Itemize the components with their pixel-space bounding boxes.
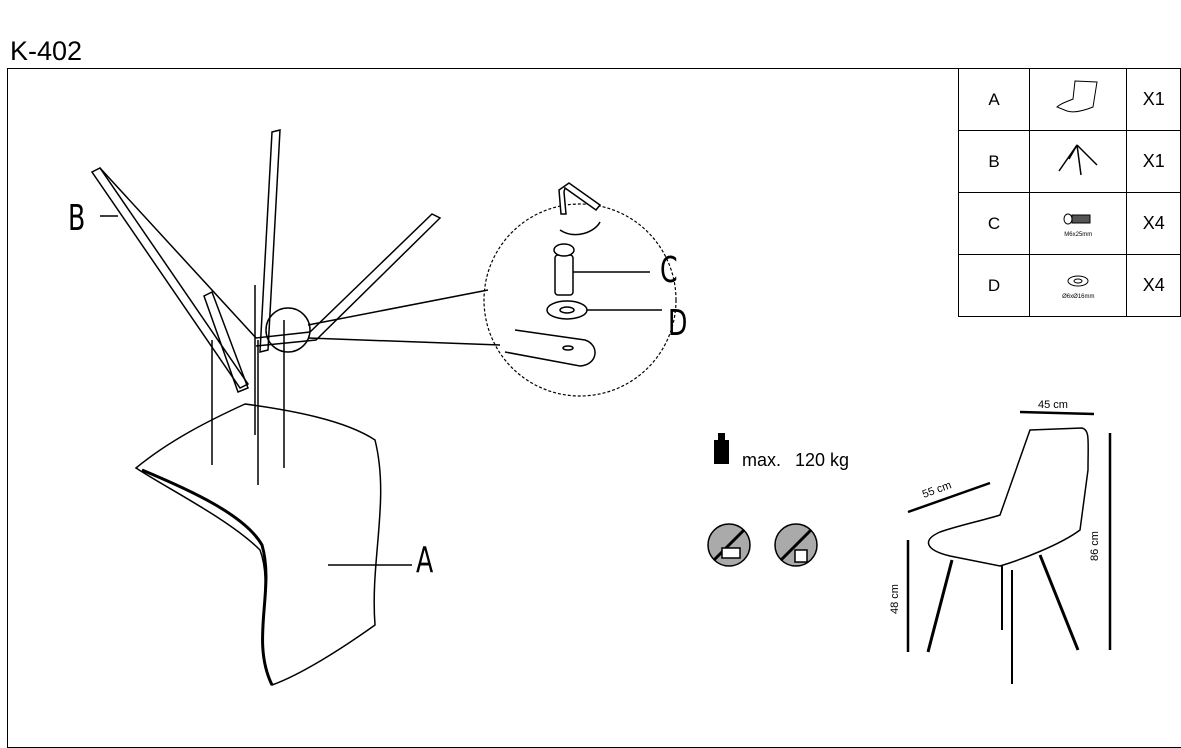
table-row: D Ø6xØ16mm X4 (957, 254, 1181, 317)
max-load-value: 120 kg (795, 450, 850, 470)
table-row: A X1 (957, 68, 1181, 131)
chair-base-icon (1029, 130, 1128, 193)
part-spec: Ø6xØ16mm (1062, 293, 1095, 300)
label-c: C (660, 250, 678, 291)
part-qty: X4 (1126, 192, 1181, 255)
weight-icon (714, 440, 729, 464)
parts-table: A X1 B X1 C M6x25mm X4 D Ø6xØ16mm X4 (957, 68, 1181, 317)
part-letter: A (957, 68, 1031, 131)
part-spec: M6x25mm (1064, 231, 1093, 238)
dim-height: 86 cm (1088, 531, 1101, 561)
part-letter: D (957, 254, 1031, 317)
model-title: K-402 (10, 36, 83, 66)
max-load: max. 120 kg (742, 450, 863, 471)
label-b: B (68, 198, 86, 239)
chair-base-drawing (90, 129, 501, 485)
chair-seat-drawing (134, 403, 382, 686)
dim-seat-height: 48 cm (888, 584, 901, 614)
table-row: B X1 (957, 130, 1181, 193)
no-climbing-icon (707, 523, 751, 567)
part-letter: B (957, 130, 1031, 193)
label-a: A (416, 540, 434, 581)
part-letter: C (957, 192, 1031, 255)
table-row: C M6x25mm X4 (957, 192, 1181, 255)
chair-dimension-drawing (906, 410, 1112, 684)
no-standing-icon (774, 523, 818, 567)
washer-icon (1067, 275, 1089, 286)
dim-width: 45 cm (1038, 399, 1068, 411)
part-qty: X1 (1126, 68, 1181, 131)
max-load-prefix: max. (742, 450, 782, 470)
part-qty: X4 (1126, 254, 1181, 317)
part-qty: X1 (1126, 130, 1181, 193)
label-d: D (668, 303, 688, 344)
chair-seat-icon (1029, 68, 1128, 131)
bolt-icon (1063, 213, 1091, 224)
